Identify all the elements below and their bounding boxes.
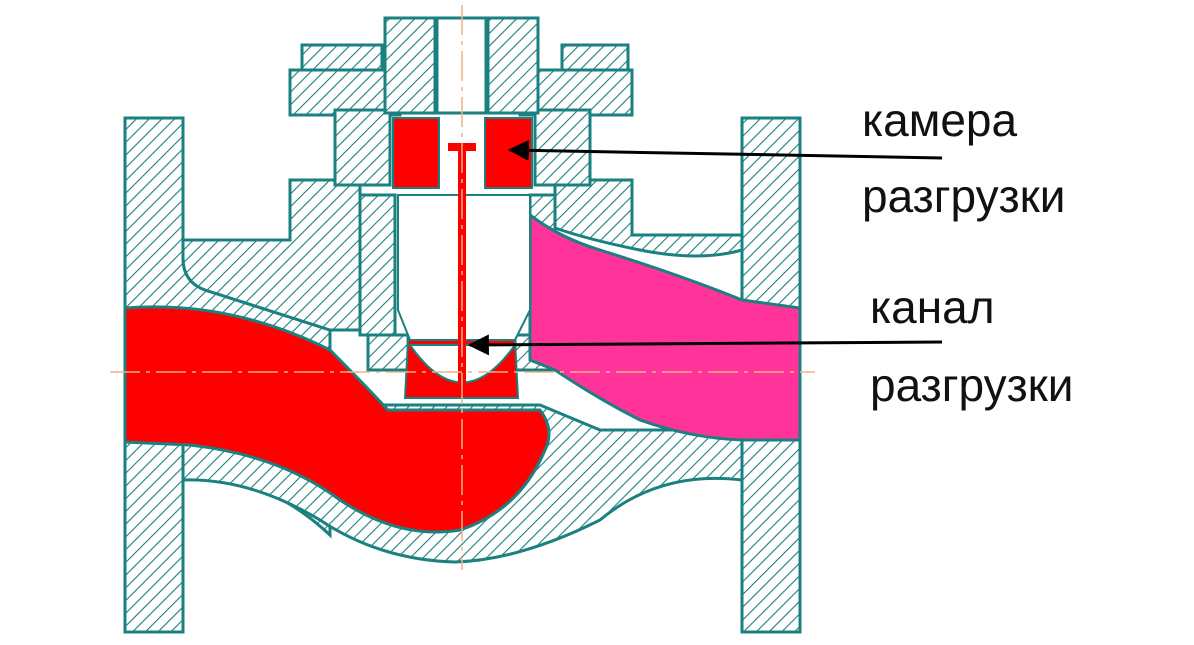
- stem-guide-left: [383, 16, 437, 115]
- bolt-head-right: [560, 43, 630, 72]
- cage-wall-left: [358, 193, 397, 337]
- chamber-label-line2: разгрузки: [862, 170, 1066, 222]
- channel-label-line1: канал: [870, 281, 995, 333]
- chamber-arrow: [507, 139, 943, 161]
- stem-guide-right: [486, 16, 540, 115]
- bonnet-block-left: [333, 108, 392, 187]
- relief-channel-stem: [458, 145, 466, 390]
- outlet-fluid-region: [528, 211, 802, 442]
- valve-body-upper: [181, 178, 362, 332]
- chamber-label-line1: камера: [862, 94, 1018, 146]
- relief-chamber-right: [484, 117, 533, 189]
- bonnet-block-right: [533, 108, 592, 187]
- inlet-fluid-region: [123, 305, 551, 534]
- channel-arrow: [467, 334, 943, 356]
- relief-chamber-left: [392, 117, 440, 189]
- seat-ring-left: [366, 333, 410, 372]
- bolt-head-left: [300, 43, 384, 72]
- channel-label-line2: разгрузки: [870, 359, 1074, 411]
